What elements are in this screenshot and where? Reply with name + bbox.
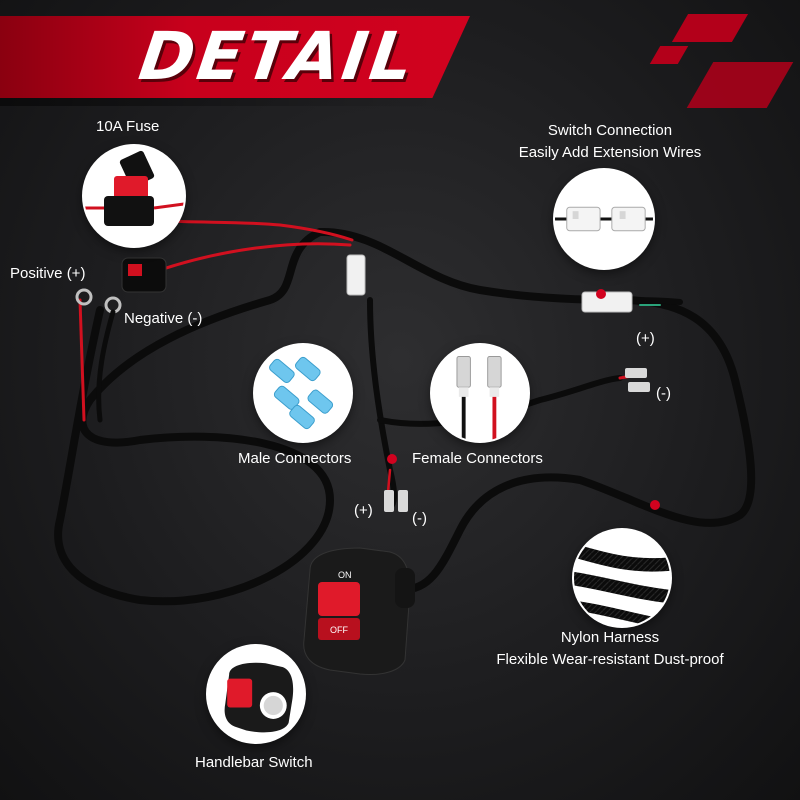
nylon-harness-label: Nylon Harness Flexible Wear-resistant Du… — [470, 627, 750, 671]
bottom-female-terminal-2 — [398, 490, 408, 512]
header-banner — [0, 16, 470, 98]
handlebar-switch-body: ON OFF — [303, 547, 415, 675]
bottom-female-terminal-1 — [384, 490, 394, 512]
switch-connection-label: Switch Connection Easily Add Extension W… — [490, 120, 730, 164]
male-connectors-callout — [255, 345, 351, 441]
harness-main-loop — [54, 228, 334, 606]
switch-off-button — [318, 618, 360, 640]
right-minus-label: (-) — [656, 385, 671, 402]
harness-drop — [367, 297, 398, 508]
bottom-plus-label: (+) — [354, 502, 373, 519]
fuse-callout — [84, 146, 184, 246]
positive-label: Positive (+) — [10, 265, 86, 282]
drop-white-connector — [346, 254, 366, 296]
nylon-harness-callout — [574, 530, 670, 626]
right-plus-label: (+) — [636, 330, 655, 347]
fuse-label: 10A Fuse — [96, 118, 160, 135]
positive-red-wire — [78, 298, 86, 422]
bottom-red-wire — [386, 468, 392, 494]
female-connectors-dot — [387, 454, 397, 464]
nylon-harness-dot — [650, 500, 660, 510]
switch-connection-dot — [596, 289, 606, 299]
fuse-red-wire-2 — [158, 242, 352, 272]
female-connectors-callout — [432, 345, 528, 441]
positive-ring-terminal — [75, 288, 93, 306]
nylon-harness-line-2: Flexible Wear-resistant Dust-proof — [496, 651, 724, 668]
female-connectors-label: Female Connectors — [412, 450, 543, 467]
switch-connection-line-1: Switch Connection — [547, 122, 673, 139]
switch-connection-line-2: Easily Add Extension Wires — [518, 144, 702, 161]
harness-light-branch — [377, 375, 623, 427]
header-banner-shadow — [0, 98, 440, 106]
harness-main-right — [316, 227, 756, 594]
nylon-harness-line-1: Nylon Harness — [560, 629, 660, 646]
switch-on-text: ON — [338, 570, 352, 580]
bottom-minus-label: (-) — [412, 510, 427, 527]
handlebar-switch-callout — [208, 646, 304, 742]
switch-white-connector — [581, 291, 633, 313]
male-connectors-label: Male Connectors — [238, 450, 352, 467]
right-female-terminal-1 — [625, 368, 647, 378]
handlebar-switch-label: Handlebar Switch — [195, 754, 313, 771]
switch-connection-callout — [555, 170, 653, 268]
negative-label: Negative (-) — [124, 310, 203, 327]
switch-on-button — [318, 582, 360, 616]
switch-off-text: OFF — [330, 625, 348, 635]
right-female-terminal-2 — [628, 382, 650, 392]
